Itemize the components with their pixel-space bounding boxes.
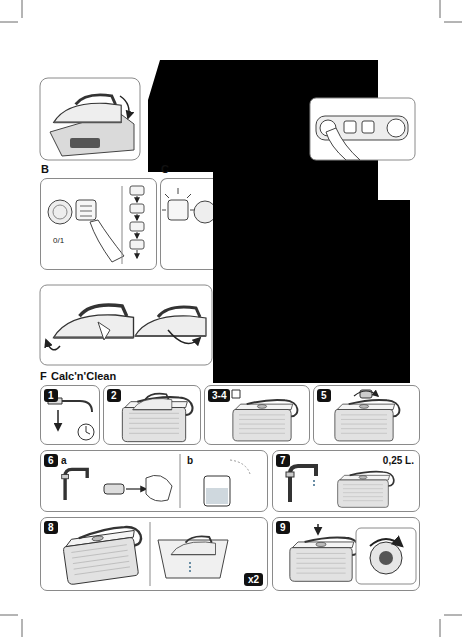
panel-label: a xyxy=(61,455,67,466)
step-panel: 1 xyxy=(40,385,100,445)
section-title: Calc'n'Clean xyxy=(51,370,116,382)
callout-number: 8 xyxy=(44,521,58,534)
callout-number: x2 xyxy=(244,573,263,586)
step-panel: B0/1 xyxy=(40,178,157,270)
callout-number: 2 xyxy=(107,389,121,402)
panel-label: b xyxy=(187,455,193,466)
callout-number: 7 xyxy=(276,454,290,467)
step-panel: 6a b xyxy=(40,450,268,512)
step-panel: 7 0,25 L. xyxy=(272,450,420,512)
step-panel: 3-4 xyxy=(204,385,310,445)
callout-number: 5 xyxy=(317,389,331,402)
step-panel: 8 x2 xyxy=(40,517,268,591)
callout-number: 6 xyxy=(44,454,58,467)
step-panel: 9 xyxy=(272,517,420,591)
panel-label: C xyxy=(161,163,169,175)
callout-number: 1 xyxy=(44,389,58,402)
panel-label: B xyxy=(41,163,49,175)
section-letter: F xyxy=(40,370,47,382)
panel-label: 0,25 L. xyxy=(383,455,414,466)
step-panel: 2 xyxy=(103,385,201,445)
panel-label: 0/1 xyxy=(53,237,64,246)
callout-number: 9 xyxy=(276,521,290,534)
callout-number: 3-4 xyxy=(208,389,230,402)
step-panel: 5 xyxy=(313,385,420,445)
step-panel: C xyxy=(160,178,213,270)
